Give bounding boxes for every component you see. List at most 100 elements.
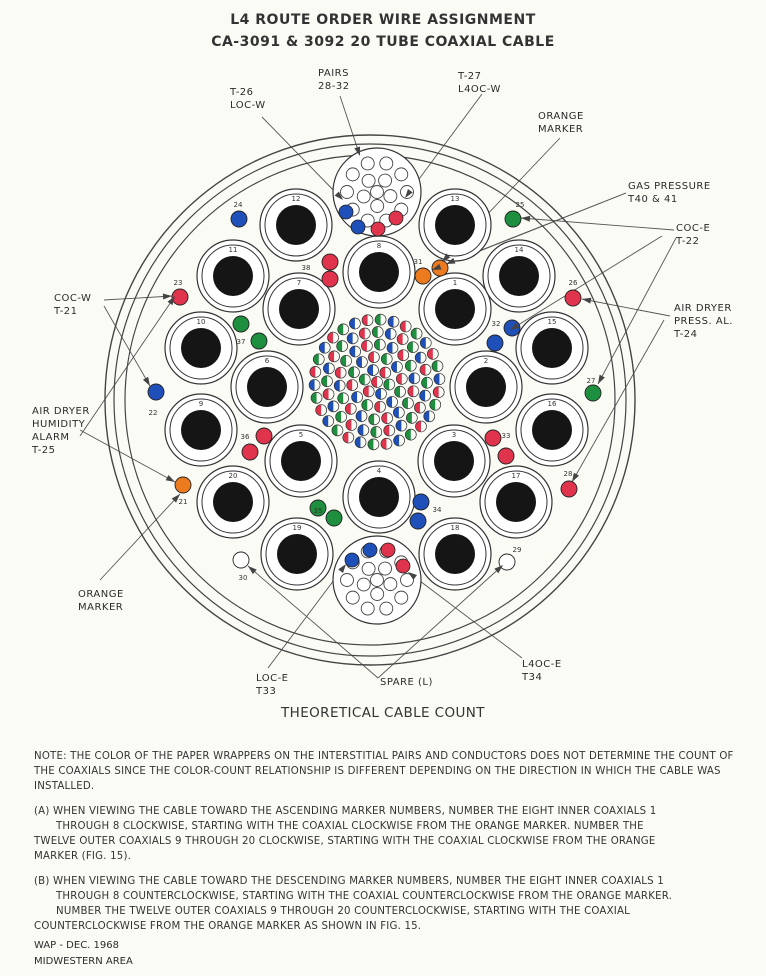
split-conductor xyxy=(337,323,350,336)
conductor-outline xyxy=(318,341,331,354)
middle-sheath-ring xyxy=(113,143,627,657)
conductor-half xyxy=(381,353,387,365)
conductor-half xyxy=(421,377,427,389)
conductor-half xyxy=(402,397,408,409)
conductor-half xyxy=(431,360,438,372)
conductor-outline xyxy=(334,366,347,379)
conductor-outline xyxy=(402,397,414,410)
conductor-half xyxy=(394,386,401,398)
marker-conductor-31 xyxy=(414,267,432,285)
split-conductor xyxy=(340,354,352,367)
interstitial-conductor xyxy=(486,334,504,352)
inner-coax-8: 8 xyxy=(342,235,416,309)
conductor-outline xyxy=(396,333,409,345)
conductor-half xyxy=(362,314,368,326)
split-conductor xyxy=(333,379,346,392)
arrowhead xyxy=(582,297,592,304)
split-conductor xyxy=(327,400,340,413)
conductor-outline xyxy=(426,348,439,360)
split-conductor xyxy=(391,361,403,373)
conductor-outline xyxy=(342,431,355,444)
conductor-outline xyxy=(429,398,442,411)
split-conductor xyxy=(349,317,361,330)
leader-line xyxy=(377,564,504,679)
pair-conductor xyxy=(400,573,414,587)
marker-number-32: 32 xyxy=(492,320,501,328)
conductor-half xyxy=(375,314,381,326)
outer-coax-10: 10 xyxy=(164,311,238,385)
conductor-outline xyxy=(419,389,431,402)
marker-conductor-21 xyxy=(174,476,192,494)
outer-coax-14: 14 xyxy=(482,239,556,313)
conductor-half xyxy=(327,332,334,344)
conductor-half xyxy=(315,404,322,416)
conductor-half xyxy=(345,419,352,431)
conductor-outline xyxy=(408,372,421,385)
marker-number-36: 36 xyxy=(241,433,250,441)
coax-inner-ring xyxy=(269,429,333,493)
split-conductor xyxy=(328,350,340,363)
conductor-half xyxy=(309,379,315,391)
conductor-outline xyxy=(340,354,352,367)
conductor-outline xyxy=(386,341,399,354)
split-conductor xyxy=(397,349,410,362)
split-conductor xyxy=(423,410,436,423)
pair-conductor xyxy=(345,167,360,182)
conductor-outline xyxy=(394,385,406,398)
split-conductor xyxy=(371,326,384,338)
conductor-half xyxy=(379,367,386,379)
split-conductor xyxy=(322,388,335,401)
conductor-outline xyxy=(358,327,371,340)
conductor-outline xyxy=(432,386,445,398)
conductor-half xyxy=(345,403,351,415)
marker-number-30: 30 xyxy=(239,574,248,582)
coax-inner-ring xyxy=(347,240,411,304)
conductor-half xyxy=(323,388,329,400)
conductor-outline xyxy=(374,313,387,326)
conductor-half xyxy=(408,372,415,384)
marker-number-24: 24 xyxy=(234,201,243,209)
inner-coax-6: 6 xyxy=(230,350,304,424)
leader-line xyxy=(261,116,344,201)
leader-line xyxy=(407,571,523,659)
conductor-half xyxy=(380,438,387,450)
conductor-outline xyxy=(399,320,412,333)
conductor-half xyxy=(368,413,375,425)
coax-number: 3 xyxy=(452,431,456,439)
conductor-outline xyxy=(423,410,436,423)
outer-coax-13: 13 xyxy=(418,188,492,262)
inner-coax-1: 1 xyxy=(418,272,492,346)
coax-inner-ring xyxy=(267,277,331,341)
conductor-half xyxy=(375,388,381,400)
coax-core xyxy=(279,289,319,329)
conductor-half xyxy=(361,399,368,411)
split-conductor xyxy=(429,398,442,411)
coax-inner-ring xyxy=(487,244,551,308)
interstitial-conductor xyxy=(250,332,268,350)
pair-conductor xyxy=(345,590,360,605)
conductor-half xyxy=(406,412,412,424)
split-conductor xyxy=(354,436,367,449)
conductor-half xyxy=(367,438,374,450)
conductor-outline xyxy=(337,392,350,405)
conductor-half xyxy=(328,350,335,362)
conductor-outline xyxy=(375,388,387,400)
outer-coax-11: 11 xyxy=(196,239,270,313)
coax-inner-ring xyxy=(423,193,487,257)
split-conductor xyxy=(374,313,387,326)
conductor-half xyxy=(427,348,433,360)
coax-number: 6 xyxy=(265,357,270,365)
coax-inner-ring xyxy=(520,316,584,380)
conductor-outline xyxy=(333,379,346,392)
coax-number: 5 xyxy=(299,431,303,439)
split-conductor xyxy=(405,412,418,424)
pair-conductor xyxy=(383,189,398,204)
split-conductor xyxy=(415,420,427,433)
split-conductor xyxy=(414,401,426,414)
split-conductor xyxy=(361,314,374,327)
pair-conductor xyxy=(370,199,385,213)
split-conductor xyxy=(318,341,331,354)
top-pair-bundle xyxy=(332,147,422,237)
